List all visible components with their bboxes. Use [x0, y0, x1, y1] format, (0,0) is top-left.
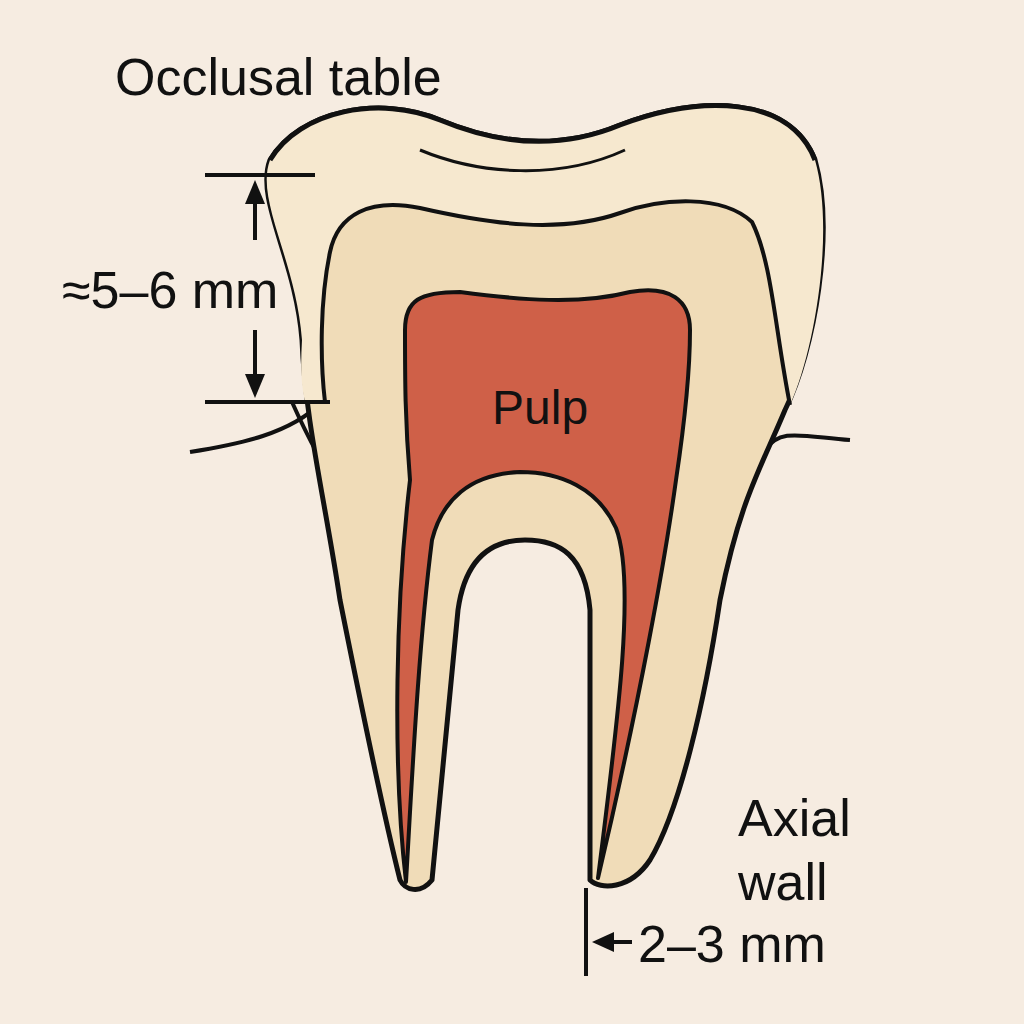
dimension-label: 2–3 mm — [638, 912, 826, 976]
enamel-outline — [270, 106, 815, 160]
occlusal-groove — [420, 150, 625, 171]
dimension-line — [205, 173, 315, 177]
arrowhead — [245, 374, 265, 398]
arrowhead — [592, 932, 614, 952]
dimension-arrow — [253, 330, 257, 378]
dimension-line — [205, 400, 330, 404]
part-label: Occlusal table — [115, 45, 442, 109]
part-label: Axial wall — [738, 786, 913, 914]
gum-line — [765, 435, 850, 450]
dimension-arrow — [253, 200, 257, 240]
pulp — [397, 290, 690, 882]
part-label: Pulp — [492, 376, 588, 440]
dimension-label: ≈5–6 mm — [62, 258, 278, 322]
dimension-line — [584, 888, 588, 976]
arrowhead — [245, 180, 265, 204]
dentin — [267, 106, 823, 890]
